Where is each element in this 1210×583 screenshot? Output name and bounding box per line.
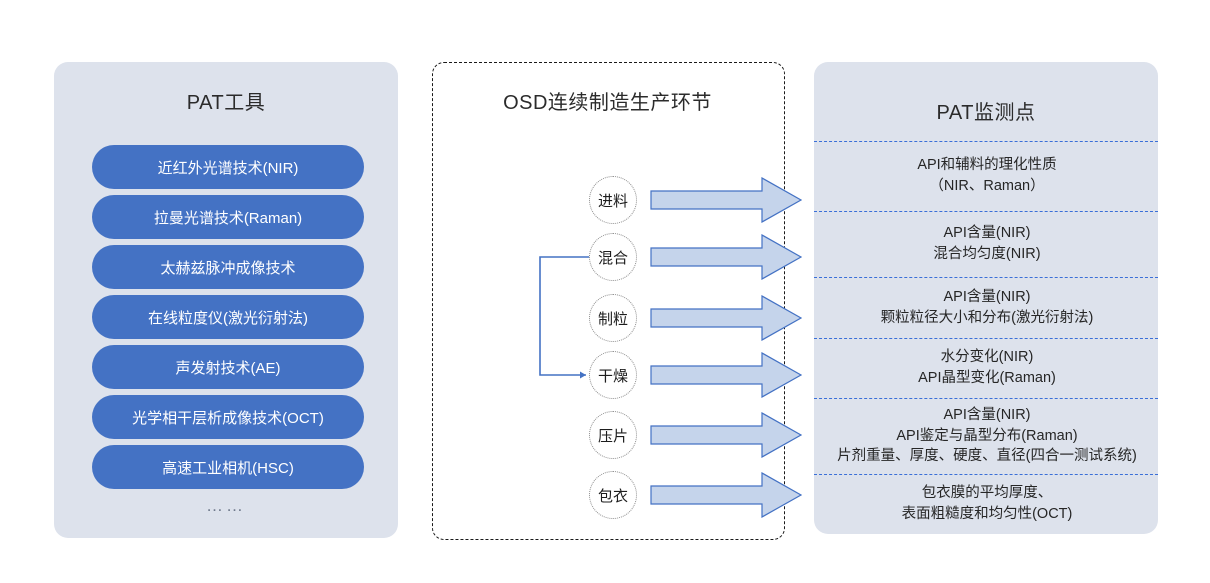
pill-label: 高速工业相机(HSC) bbox=[162, 459, 294, 477]
stage-label: 制粒 bbox=[597, 310, 628, 328]
monitor-point-drying: 水分变化(NIR) API晶型变化(Raman) bbox=[816, 338, 1158, 398]
pat-monitor-points-panel bbox=[814, 62, 1158, 534]
process-arrow-granulation bbox=[650, 295, 802, 341]
stage-label: 混合 bbox=[597, 249, 628, 267]
monitor-separator-6 bbox=[814, 474, 1158, 475]
monitor-line: API鉴定与晶型分布(Raman) bbox=[896, 427, 1078, 444]
monitor-separator-3 bbox=[814, 277, 1158, 278]
pill-label: 光学相干层析成像技术(OCT) bbox=[132, 409, 324, 427]
monitor-line: 包衣膜的平均厚度、 bbox=[921, 485, 1053, 502]
process-stage-granulation[interactable]: 制粒 bbox=[589, 294, 637, 342]
pat-tool-pill-oct[interactable]: 光学相干层析成像技术(OCT) bbox=[92, 395, 364, 439]
pat-tool-pill-ae[interactable]: 声发射技术(AE) bbox=[92, 345, 364, 389]
monitor-line: （NIR、Raman） bbox=[929, 178, 1045, 194]
monitor-line: API含量(NIR) bbox=[943, 225, 1031, 242]
process-arrow-drying bbox=[650, 352, 802, 398]
pat-tool-pill-hsc[interactable]: 高速工业相机(HSC) bbox=[92, 445, 364, 489]
monitor-separator-5 bbox=[814, 398, 1158, 399]
monitor-separator-2 bbox=[814, 211, 1158, 212]
monitor-line: 水分变化(NIR) bbox=[940, 349, 1034, 366]
process-arrow-feeding bbox=[650, 177, 802, 223]
process-stage-mixing[interactable]: 混合 bbox=[589, 233, 637, 281]
pat-tool-pill-thz[interactable]: 太赫兹脉冲成像技术 bbox=[92, 245, 364, 289]
pat-tool-pill-raman[interactable]: 拉曼光谱技术(Raman) bbox=[92, 195, 364, 239]
osd-process-panel-title: OSD连续制造生产环节 bbox=[503, 92, 712, 114]
monitor-point-feeding: API和辅料的理化性质 （NIR、Raman） bbox=[816, 141, 1158, 211]
monitor-separator-4 bbox=[814, 338, 1158, 339]
monitor-line: API含量(NIR) bbox=[943, 407, 1031, 424]
pill-label: 太赫兹脉冲成像技术 bbox=[160, 259, 296, 277]
pat-tool-pill-nir[interactable]: 近红外光谱技术(NIR) bbox=[92, 145, 364, 189]
pill-label: 在线粒度仪(激光衍射法) bbox=[148, 309, 308, 327]
monitor-point-coating: 包衣膜的平均厚度、 表面粗糙度和均匀性(OCT) bbox=[816, 474, 1158, 534]
monitor-separator-1 bbox=[814, 141, 1158, 142]
stage-label: 进料 bbox=[597, 192, 628, 210]
process-stage-feeding[interactable]: 进料 bbox=[589, 176, 637, 224]
process-arrow-mixing bbox=[650, 234, 802, 280]
process-arrow-coating bbox=[650, 472, 802, 518]
monitor-line: 混合均匀度(NIR) bbox=[933, 246, 1041, 262]
stage-label: 包衣 bbox=[597, 487, 628, 505]
monitor-line: API晶型变化(Raman) bbox=[918, 370, 1056, 386]
process-stage-drying[interactable]: 干燥 bbox=[589, 351, 637, 399]
feedback-connector-mixing-to-drying bbox=[539, 256, 590, 379]
monitor-line: API含量(NIR) bbox=[943, 288, 1031, 305]
pill-label: 拉曼光谱技术(Raman) bbox=[153, 209, 303, 227]
monitor-point-mixing: API含量(NIR) 混合均匀度(NIR) bbox=[816, 211, 1158, 277]
monitor-point-granulation: API含量(NIR) 颗粒粒径大小和分布(激光衍射法) bbox=[816, 277, 1158, 338]
stage-label: 干燥 bbox=[597, 367, 628, 385]
monitor-line: API和辅料的理化性质 bbox=[917, 157, 1057, 174]
monitor-point-tableting: API含量(NIR) API鉴定与晶型分布(Raman) 片剂重量、厚度、硬度、… bbox=[816, 398, 1158, 474]
stage-label: 压片 bbox=[597, 427, 628, 445]
pat-monitor-points-panel-title: PAT监测点 bbox=[936, 102, 1036, 124]
pill-label: 近红外光谱技术(NIR) bbox=[157, 159, 299, 177]
pat-tool-pill-particle-size[interactable]: 在线粒度仪(激光衍射法) bbox=[92, 295, 364, 339]
monitor-line: 片剂重量、厚度、硬度、直径(四合一测试系统) bbox=[837, 448, 1137, 465]
monitor-line: 表面粗糙度和均匀性(OCT) bbox=[901, 506, 1073, 522]
pat-tools-more-indicator: …… bbox=[206, 496, 246, 515]
monitor-line: 颗粒粒径大小和分布(激光衍射法) bbox=[880, 309, 1094, 326]
pat-tools-panel-title: PAT工具 bbox=[186, 92, 266, 114]
process-stage-coating[interactable]: 包衣 bbox=[589, 471, 637, 519]
pill-label: 声发射技术(AE) bbox=[175, 359, 281, 377]
process-stage-tableting[interactable]: 压片 bbox=[589, 411, 637, 459]
process-arrow-tableting bbox=[650, 412, 802, 458]
